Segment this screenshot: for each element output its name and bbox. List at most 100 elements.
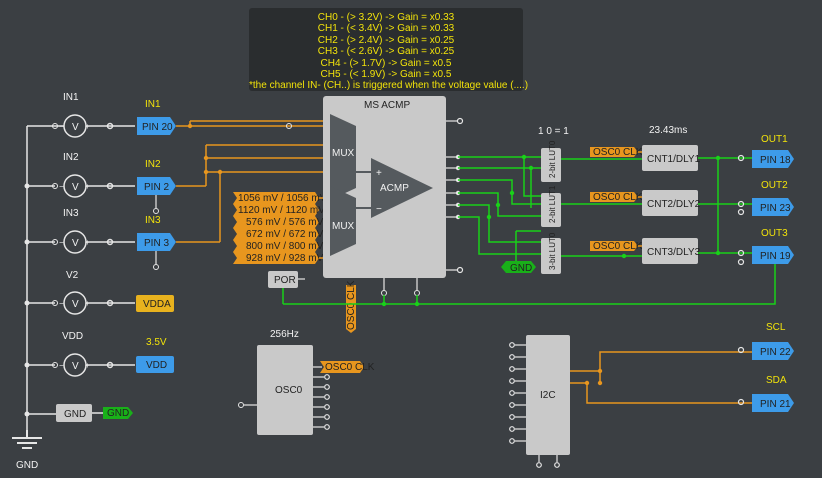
pin-name: PIN 2 xyxy=(144,182,169,193)
pin-2[interactable]: IN2 PIN 2 xyxy=(137,159,176,214)
gnd-label: GND xyxy=(64,409,86,420)
voltage-source-in2[interactable]: IN2 − V + xyxy=(52,152,136,198)
pin-connector-icon xyxy=(137,117,176,135)
source-label: VDD xyxy=(62,331,83,342)
lut1-block[interactable]: 2-bit LUT1 xyxy=(541,185,561,227)
mux-trapezoid-icon xyxy=(330,114,356,200)
pin-23[interactable]: OUT2 PIN 23 xyxy=(752,180,794,216)
pin-connector-icon xyxy=(752,246,794,264)
v-symbol: V xyxy=(72,122,79,133)
pin-label-out3: OUT3 xyxy=(761,228,788,239)
source-label: IN1 xyxy=(63,92,79,103)
pin-3[interactable]: IN3 PIN 3 xyxy=(137,215,176,270)
pin-name: PIN 18 xyxy=(760,155,791,166)
threshold-tags: 1056 mV / 1056 mV 1120 mV / 1120 mV 576 … xyxy=(233,192,327,264)
lut0-block[interactable]: 1 0 = 1 2-bit LUT0 xyxy=(538,126,569,182)
svg-text:OSC0 CLK: OSC0 CLK xyxy=(325,362,375,373)
cnt1-caption: 23.43ms xyxy=(649,125,687,136)
pin-name: PIN 3 xyxy=(144,238,169,249)
minus-sign: − xyxy=(59,238,64,247)
vdd-value: 3.5V xyxy=(146,337,167,348)
pin-22[interactable]: SCL PIN 22 xyxy=(752,322,794,360)
cnt3-label: CNT3/DLY3 xyxy=(647,247,701,258)
pin-connector-icon xyxy=(752,150,794,168)
voltage-source-v2[interactable]: V2 − V + xyxy=(52,270,136,315)
pin-label-in2: IN2 xyxy=(145,159,161,170)
note-line: CH3 - (< 2.6V) -> Gain = x0.25 xyxy=(317,46,455,58)
ms-acmp-block[interactable]: MS ACMP MUX MUX + − ACMP xyxy=(323,96,446,278)
vdda-block[interactable]: VDDA xyxy=(136,295,174,312)
cnt2-block[interactable]: CNT2/DLY2 xyxy=(642,190,701,216)
left-ground-bus xyxy=(26,125,55,430)
channel-note: CH0 - (> 3.2V) -> Gain = x0.33 CH1 - (< … xyxy=(249,8,529,92)
note-line: *the channel IN- (CH..) is triggered whe… xyxy=(249,80,529,92)
voltage-source-in3[interactable]: IN3 − V + xyxy=(52,208,136,254)
i2c-wires xyxy=(570,351,752,404)
pin-label-out1: OUT1 xyxy=(761,134,788,145)
por-block[interactable]: POR xyxy=(268,271,305,304)
vdd-label: VDD xyxy=(146,360,167,371)
lut1-label: 2-bit LUT1 xyxy=(548,185,557,223)
pin-21[interactable]: SDA PIN 21 xyxy=(752,375,794,412)
cnt3-block[interactable]: CNT3/DLY3 xyxy=(642,238,701,264)
source-label: IN3 xyxy=(63,208,79,219)
note-line: CH2 - (> 2.4V) -> Gain = x0.25 xyxy=(317,34,455,46)
svg-text:1056 mV / 1056 mV: 1056 mV / 1056 mV xyxy=(238,193,327,204)
mux-trapezoid-icon xyxy=(330,186,356,256)
lut-wires xyxy=(458,156,541,266)
source-label: IN2 xyxy=(63,152,79,163)
i2c-name: I2C xyxy=(540,390,556,401)
acmp-title: MS ACMP xyxy=(364,100,410,111)
voltage-source-in1[interactable]: IN1 − V + xyxy=(52,92,136,138)
note-line: CH1 - (< 3.4V) -> Gain = x0.33 xyxy=(317,23,455,35)
gnd-block[interactable]: GND GND xyxy=(55,404,133,422)
v-symbol: V xyxy=(72,299,79,310)
v-symbol: V xyxy=(72,238,79,249)
lut0-caption: 1 0 = 1 xyxy=(538,126,569,137)
osc-freq: 256Hz xyxy=(270,329,299,340)
vdda-label: VDDA xyxy=(143,299,171,310)
vdd-pin[interactable]: 3.5V VDD xyxy=(136,337,174,373)
lut-gnd-tag[interactable]: GND xyxy=(501,261,536,274)
cnt1-block[interactable]: 23.43ms CNT1/DLY1 xyxy=(642,125,701,171)
threshold-tag-1: 1120 mV / 1120 mV xyxy=(233,204,325,216)
pin-connector-icon xyxy=(752,394,794,412)
pin-label-scl: SCL xyxy=(766,322,786,333)
osc0-block[interactable]: 256Hz OSC0 xyxy=(238,329,314,435)
acmp-plus: + xyxy=(376,168,382,179)
pin-20[interactable]: IN1 PIN 20 xyxy=(137,99,176,135)
pin-connector-icon xyxy=(752,198,794,216)
minus-sign: − xyxy=(59,182,64,191)
pin-name: PIN 21 xyxy=(760,399,791,410)
svg-text:OSC0 CLK: OSC0 CLK xyxy=(593,147,643,158)
threshold-tag-0: 1056 mV / 1056 mV xyxy=(233,192,327,204)
pin-label-sda: SDA xyxy=(766,375,787,386)
svg-text:800 mV / 800 mV: 800 mV / 800 mV xyxy=(246,241,324,252)
pin-19[interactable]: OUT3 PIN 19 xyxy=(752,228,794,264)
threshold-tag-2: 576 mV / 576 mV xyxy=(233,216,324,228)
svg-text:672 mV / 672 mV: 672 mV / 672 mV xyxy=(246,229,324,240)
cnt1-clk-tag: OSC0 CLK xyxy=(590,147,643,158)
cnt3-clk-tag: OSC0 CLK xyxy=(590,241,643,252)
v-symbol: V xyxy=(72,361,79,372)
ground-icon xyxy=(12,430,42,449)
v-symbol: V xyxy=(72,182,79,193)
pin-connector-icon xyxy=(137,177,176,195)
gnd-tag-label: GND xyxy=(107,408,129,419)
pin-name: PIN 19 xyxy=(760,251,791,262)
pin-18[interactable]: OUT1 PIN 18 xyxy=(752,134,794,168)
acmp-clk-tag xyxy=(346,285,356,333)
i2c-block[interactable]: I2C xyxy=(526,335,570,455)
voltage-source-vdd[interactable]: VDD − V + xyxy=(52,331,136,377)
mux-label: MUX xyxy=(332,221,355,232)
acmp-label: ACMP xyxy=(380,183,409,194)
osc0-clk-tag: OSC0 CLK xyxy=(320,361,375,373)
por-label: POR xyxy=(274,275,296,286)
minus-sign: − xyxy=(59,122,64,131)
threshold-tag-5: 928 mV / 928 mV xyxy=(233,252,324,264)
lut3-block[interactable]: 3-bit LUT0 xyxy=(541,232,561,274)
threshold-tag-4: 800 mV / 800 mV xyxy=(233,240,324,252)
acmp-clk-label: OSC0 CLK xyxy=(346,280,357,330)
pin-name: PIN 23 xyxy=(760,203,791,214)
